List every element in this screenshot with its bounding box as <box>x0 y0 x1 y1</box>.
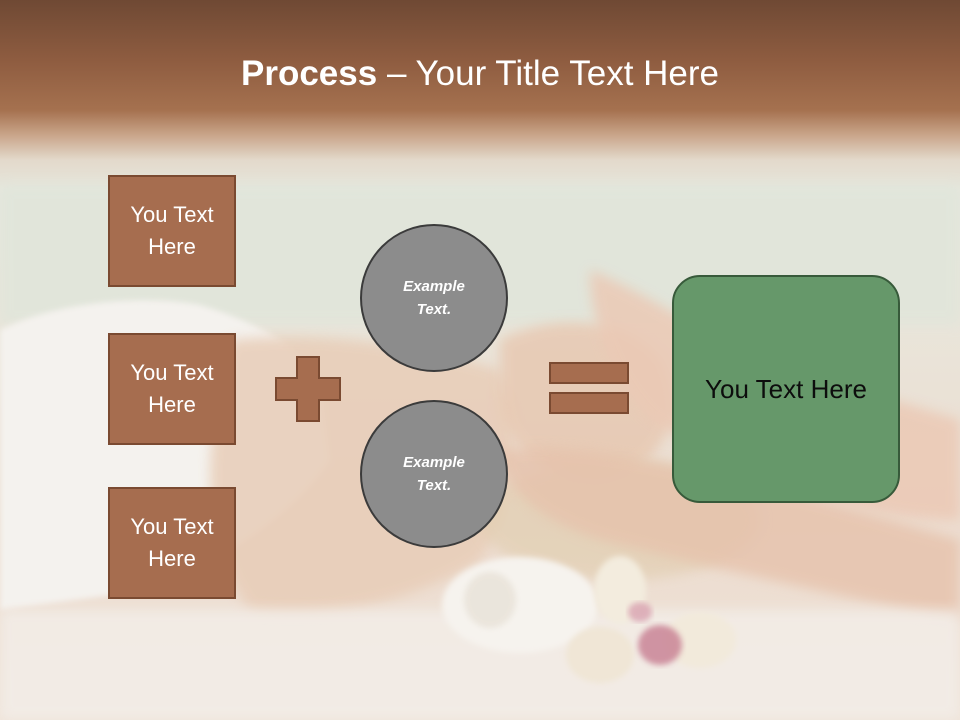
title-rest: – Your Title Text Here <box>377 54 719 93</box>
example-circle-1-label: Example Text. <box>403 278 465 318</box>
text-box-3: You Text Here <box>108 487 236 599</box>
text-box-1-label: You Text Here <box>130 202 214 259</box>
text-box-1: You Text Here <box>108 175 236 287</box>
title-bold: Process <box>241 54 378 93</box>
example-circle-2: Example Text. <box>360 400 508 548</box>
slide-title: Process – Your Title Text Here <box>0 52 960 96</box>
example-circle-1: Example Text. <box>360 224 508 372</box>
result-label: You Text Here <box>705 373 867 404</box>
result-box: You Text Here <box>672 275 900 503</box>
text-box-3-label: You Text Here <box>130 514 214 571</box>
plus-icon <box>275 356 341 422</box>
equals-icon <box>549 362 629 414</box>
text-box-2: You Text Here <box>108 333 236 445</box>
text-box-2-label: You Text Here <box>130 360 214 417</box>
example-circle-2-label: Example Text. <box>403 454 465 494</box>
